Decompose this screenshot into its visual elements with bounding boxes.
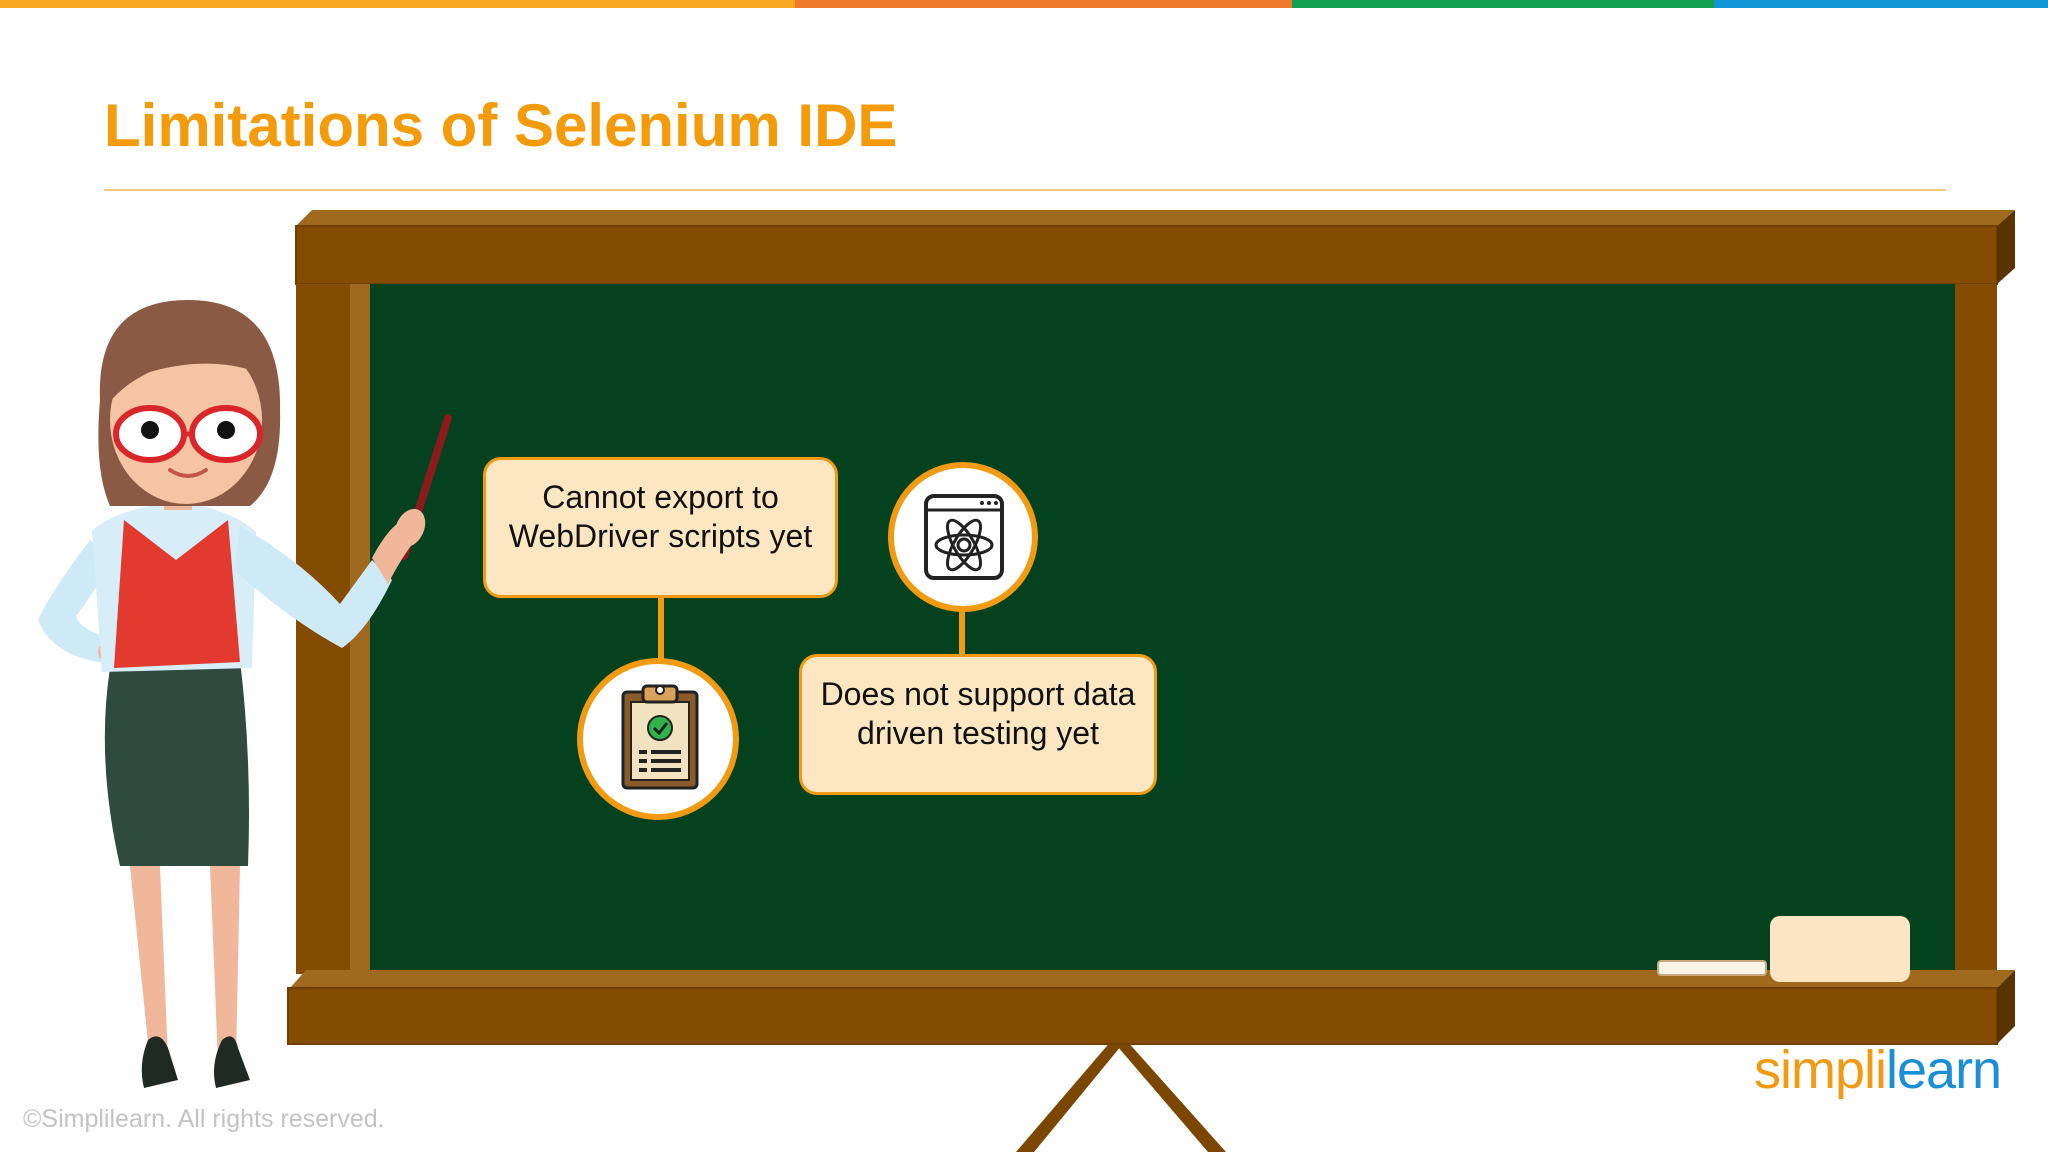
logo-part: i (1875, 1040, 1887, 1100)
limitation-card-line: driven testing yet (857, 715, 1099, 751)
atom-browser-icon (888, 462, 1038, 612)
top-bar-segment-orange (795, 0, 1292, 8)
top-bar-segment-yellow (0, 0, 795, 8)
top-bar-segment-green (1292, 0, 1714, 8)
board-surface (370, 284, 1955, 974)
limitation-card-line: Does not support data (820, 676, 1136, 712)
limitation-card-data-driven: Does not support data driven testing yet (799, 654, 1157, 795)
slide-title: Limitations of Selenium IDE (104, 92, 898, 159)
copyright-notice: ©Simplilearn. All rights reserved. (23, 1105, 385, 1133)
top-accent-bar (0, 0, 2048, 8)
limitation-card-export: Cannot export to WebDriver scripts yet (483, 457, 838, 598)
chalk-stick (1657, 960, 1767, 976)
chalk-tray (290, 970, 2015, 988)
limitation-card-line: WebDriver scripts yet (508, 518, 813, 554)
logo-part: learn (1886, 1040, 2002, 1100)
board-eraser (1770, 916, 1910, 982)
teacher-glasses (113, 405, 263, 463)
clipboard-check-icon (577, 658, 739, 820)
easel-legs (1016, 1040, 1226, 1152)
title-divider (104, 189, 1946, 191)
limitation-card-line: Cannot export to (542, 479, 779, 515)
simplilearn-logo: simplilearn (1754, 1038, 2002, 1102)
top-bar-segment-blue (1714, 0, 2048, 8)
teacher-illustration (38, 300, 452, 1088)
logo-part: simpl (1754, 1040, 1876, 1100)
chalkboard (287, 210, 2015, 1045)
